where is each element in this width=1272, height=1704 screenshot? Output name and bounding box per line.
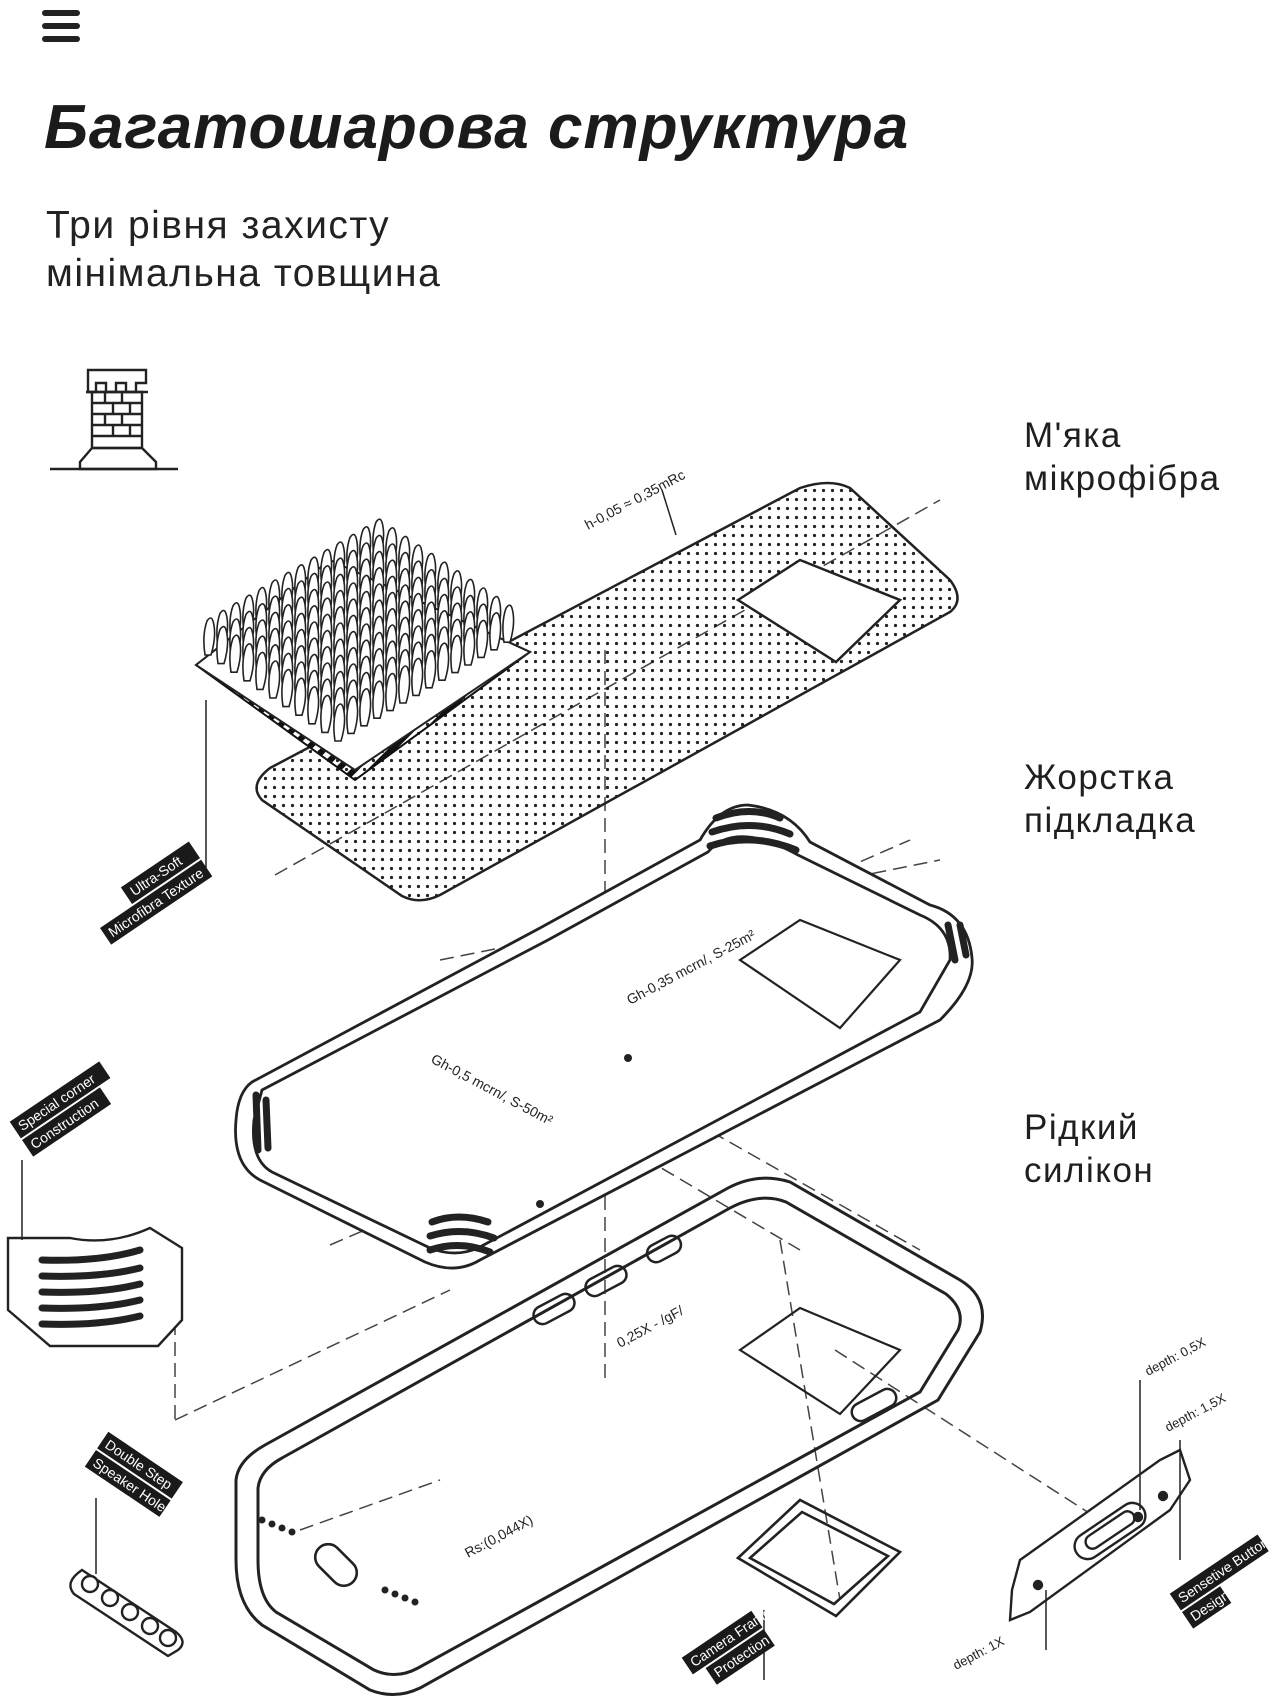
callout-camera: Camera Frame Protection (681, 1604, 775, 1685)
layer-label-hard-backing: Жорстка підкладка (1024, 758, 1197, 840)
callout-corner: Special corner Construction (9, 1061, 112, 1157)
dim-depth-15: depth: 1,5X (1162, 1390, 1228, 1435)
speaker-holes (258, 1516, 419, 1606)
callout-microfibra: Ultra-Soft Microfibra Texture (100, 841, 213, 945)
dim-depth-1: depth: 1X (950, 1633, 1006, 1673)
microfiber-layer: h-0,05 ≈ 0,35mRc (194, 466, 959, 902)
subtitle-line-1: Три рівня захисту (46, 204, 391, 247)
dim-depth-05: depth: 0,5X (1142, 1334, 1208, 1379)
page-title: Багатошарова структура (44, 93, 910, 162)
leader-lines (21, 700, 1181, 1680)
layer-label-liquid-silicone: Рідкий силікон (1024, 1108, 1155, 1190)
dim-rs: Rs:(0,044X) (462, 1511, 535, 1560)
camera-frame-piece (735, 1498, 903, 1618)
hamburger-menu-icon (42, 10, 80, 16)
corner-stripes (252, 808, 970, 1256)
silicone-layer: 0,25X - /gF/ Rs:(0,044X) (234, 1176, 984, 1696)
layer-label-microfiber: М'яка мікрофібра (1024, 416, 1221, 498)
callout-speaker: Double Step Speaker Hole (84, 1431, 183, 1517)
page-subtitle: Три рівня захисту мінімальна товщина (46, 202, 441, 298)
sensitive-button-piece: depth: 0,5X depth: 1,5X depth: 1X (950, 1334, 1228, 1673)
menu-button[interactable] (42, 6, 82, 46)
dim-gf: 0,25X - /gF/ (614, 1302, 686, 1351)
side-buttons (532, 1234, 898, 1423)
microfiber-texture-swatch (194, 518, 533, 782)
callout-button: Sensetive Button Design (1169, 1533, 1272, 1629)
corner-detail-piece (6, 1226, 184, 1348)
speaker-hole-piece (69, 1568, 184, 1658)
subtitle-line-2: мінімальна товщина (46, 252, 442, 295)
hard-backing-layer: Gh-0,35 mcrn/, S-25m² Gh-0,5 mcrn/, S-50… (234, 803, 974, 1270)
castle-tower-icon (50, 368, 178, 471)
